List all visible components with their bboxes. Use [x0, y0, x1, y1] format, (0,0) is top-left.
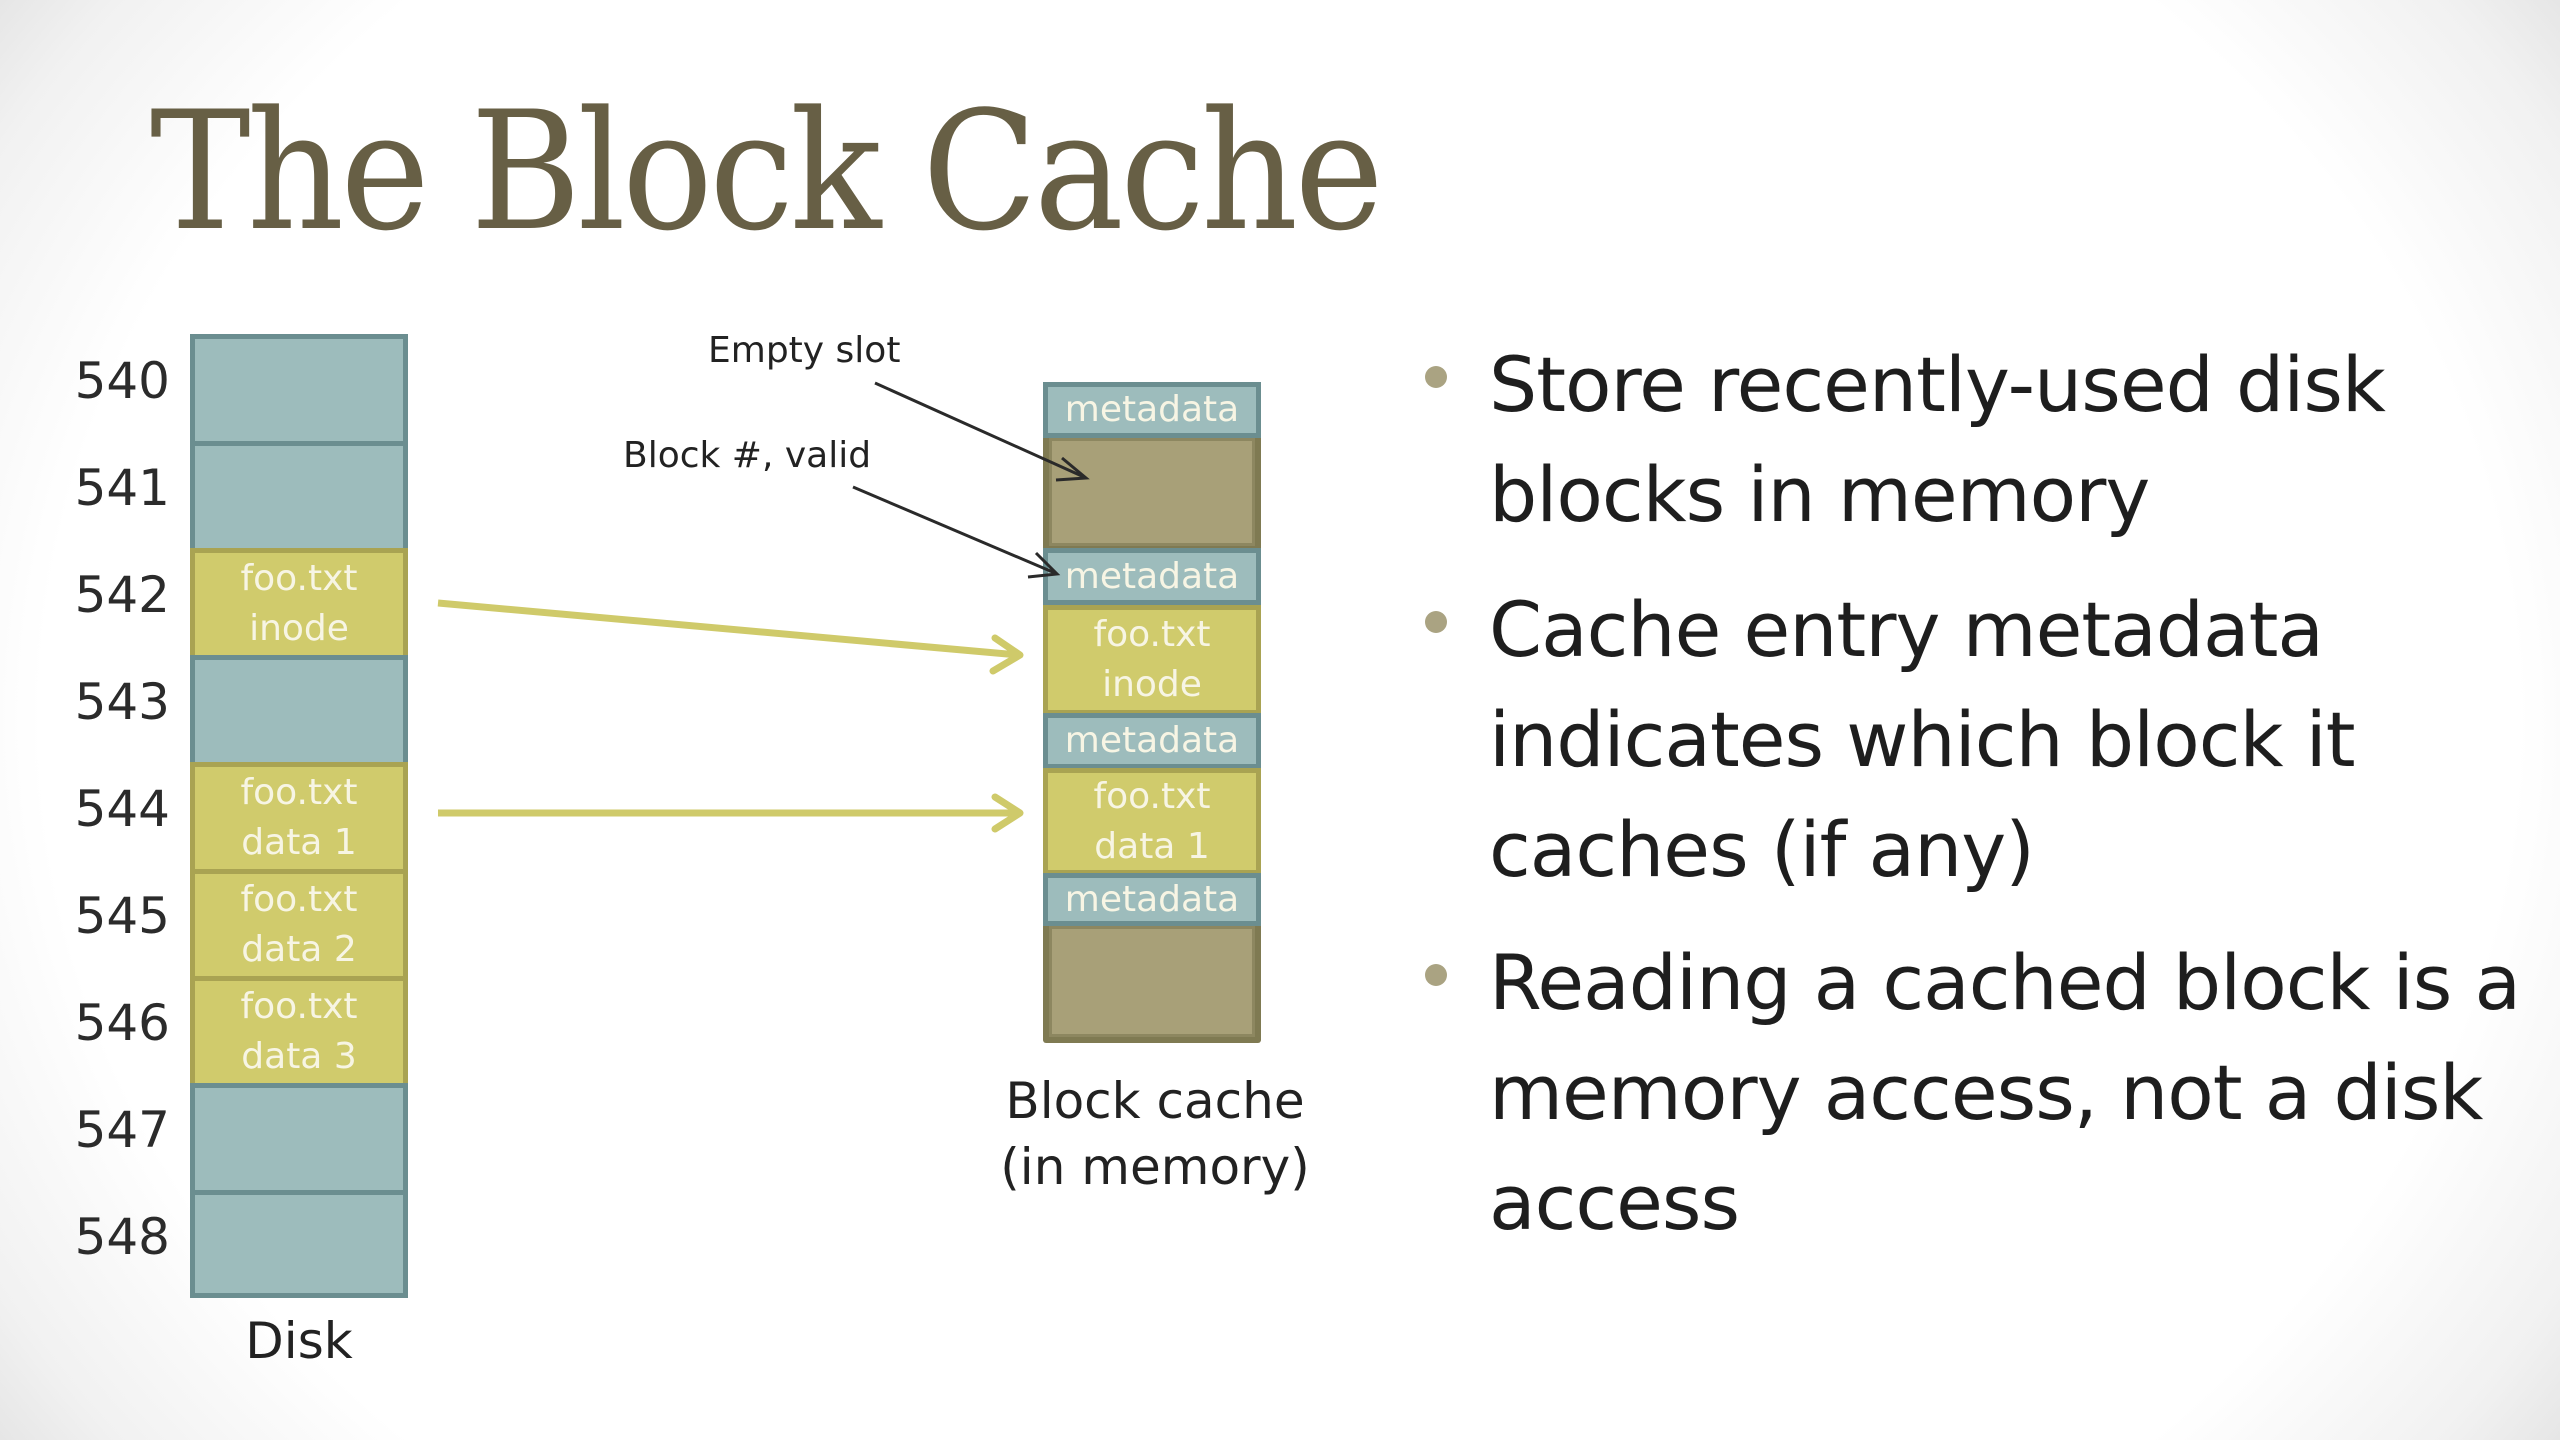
slot-label: foo.txt	[1093, 614, 1211, 655]
disk-block-548	[190, 1190, 408, 1298]
block-number: 544	[74, 780, 170, 838]
block-number: 542	[74, 566, 170, 624]
block-cache-column: metadata metadata foo.txt inode metadata…	[1043, 382, 1261, 1043]
block-label: foo.txt	[240, 558, 358, 599]
block-label: inode	[249, 608, 349, 649]
cache-slot-inode: foo.txt inode	[1043, 605, 1261, 715]
block-cache-label: Block cache (in memory)	[990, 1068, 1320, 1200]
empty-slot-annotation: Empty slot	[708, 330, 901, 371]
cache-empty-slot	[1049, 926, 1255, 1037]
cache-metadata: metadata	[1043, 873, 1261, 926]
block-number: 541	[74, 459, 170, 517]
annotation-arrow-block-valid	[852, 485, 1061, 579]
block-label: foo.txt	[240, 986, 358, 1027]
block-label: data 3	[241, 1036, 357, 1077]
block-number: 543	[74, 673, 170, 731]
disk-block-540	[190, 334, 408, 446]
mapping-arrow-inode	[437, 599, 1024, 675]
block-number: 547	[74, 1101, 170, 1159]
block-number: 546	[74, 994, 170, 1052]
bullet-dot-icon	[1425, 366, 1447, 388]
cache-metadata: metadata	[1043, 382, 1261, 438]
disk-column: foo.txt inode foo.txt data 1 foo.txt dat…	[190, 334, 408, 1298]
bullet-text: Cache entry metadata indicates which blo…	[1489, 585, 2356, 894]
cache-empty-slot	[1049, 438, 1255, 546]
disk-block-544: foo.txt data 1	[190, 762, 408, 874]
block-label: data 2	[241, 929, 357, 970]
block-label: foo.txt	[240, 772, 358, 813]
block-number: 548	[74, 1208, 170, 1266]
block-label: data 1	[241, 822, 357, 863]
cache-slot-data1: foo.txt data 1	[1043, 768, 1261, 875]
slot-label: data 1	[1094, 825, 1210, 867]
bullet-dot-icon	[1425, 611, 1447, 633]
bullet-text: Reading a cached block is a memory acces…	[1489, 938, 2521, 1247]
bullet-text: Store recently-used disk blocks in memor…	[1489, 340, 2386, 539]
annotation-arrow-empty-slot	[874, 381, 1090, 482]
block-cache-label-line1: Block cache	[1005, 1072, 1305, 1130]
slide-title: The Block Cache	[150, 76, 1384, 267]
block-valid-annotation: Block #, valid	[623, 435, 872, 476]
disk-block-545: foo.txt data 2	[190, 869, 408, 981]
disk-block-542: foo.txt inode	[190, 548, 408, 660]
slot-label: inode	[1102, 664, 1202, 705]
bullet-dot-icon	[1425, 964, 1447, 986]
disk-block-541	[190, 441, 408, 553]
disk-label: Disk	[245, 1312, 353, 1370]
cache-metadata: metadata	[1043, 548, 1261, 605]
slot-label: foo.txt	[1093, 775, 1211, 817]
mapping-arrow-data1	[438, 793, 1024, 833]
block-label: foo.txt	[240, 879, 358, 920]
cache-metadata: metadata	[1043, 713, 1261, 769]
block-number: 545	[74, 887, 170, 945]
block-cache-label-line2: (in memory)	[1000, 1138, 1310, 1196]
block-number: 540	[74, 352, 170, 410]
disk-block-543	[190, 655, 408, 767]
